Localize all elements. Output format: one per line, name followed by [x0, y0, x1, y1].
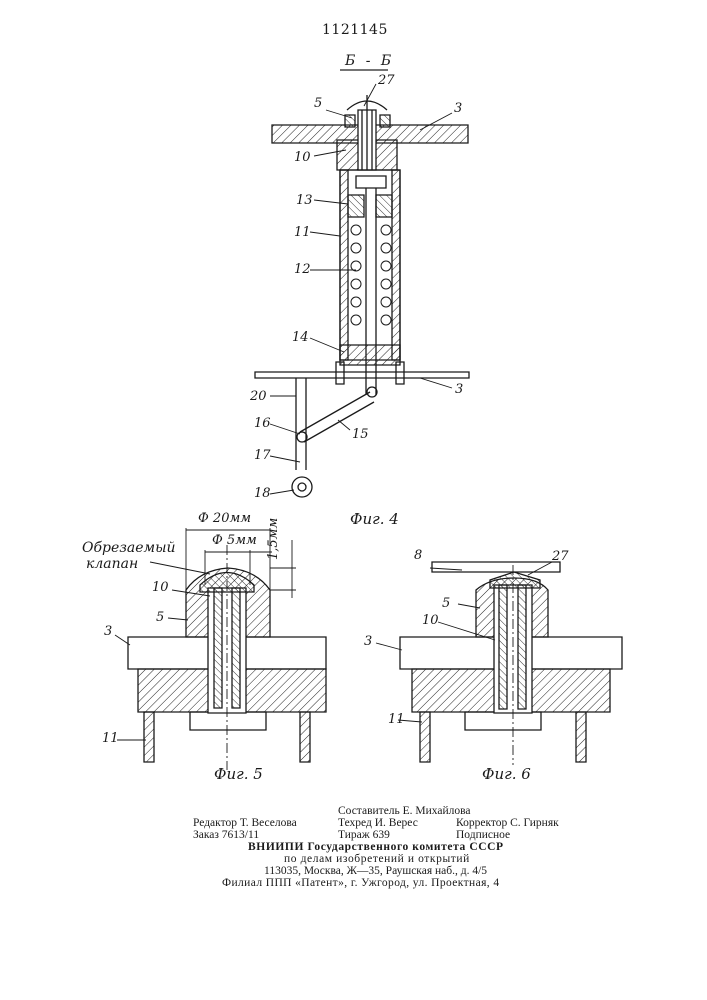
- fig5-cut-valve-line2: клапан: [86, 556, 138, 572]
- fig4-label-14: 14: [292, 330, 309, 345]
- fig6-label-8: 8: [414, 548, 422, 563]
- fig4-label-3-top: 3: [454, 101, 462, 116]
- fig4-label-20: 20: [250, 389, 267, 404]
- fig4-label-27: 27: [378, 73, 395, 88]
- fig4-label-12: 12: [294, 262, 311, 277]
- fig4-label-16: 16: [254, 416, 271, 431]
- fig4-label-5: 5: [314, 96, 322, 111]
- fig6-label-10: 10: [422, 613, 439, 628]
- fig6-caption: Фиг. 6: [482, 765, 531, 783]
- fig5-label-11: 11: [102, 731, 119, 746]
- fig6-label-3: 3: [364, 634, 372, 649]
- fig4-label-15: 15: [352, 427, 369, 442]
- fig5-caption: Фиг. 5: [214, 765, 263, 783]
- fig4-label-17: 17: [254, 448, 271, 463]
- fig4-caption: Фиг. 4: [350, 510, 399, 528]
- fig5-dim-inner: Ф 5мм: [212, 533, 257, 548]
- fig5-dim-outer: Ф 20мм: [198, 511, 251, 526]
- fig6-label-11: 11: [388, 712, 405, 727]
- fig6-label-5: 5: [442, 596, 450, 611]
- fig5-cut-valve-line1: Обрезаемый: [82, 540, 176, 556]
- fig4-label-11: 11: [294, 225, 311, 240]
- fig4-label-10: 10: [294, 150, 311, 165]
- figure-5-drawing: [115, 528, 326, 770]
- fig4-label-13: 13: [296, 193, 313, 208]
- fig5-label-5: 5: [156, 610, 164, 625]
- fig6-label-27: 27: [552, 549, 569, 564]
- fig5-dim-height: 1,5мм: [266, 518, 281, 560]
- fig5-label-3: 3: [104, 624, 112, 639]
- fig4-label-3-bottom: 3: [455, 382, 463, 397]
- fig4-label-18: 18: [254, 486, 271, 501]
- fig5-label-10: 10: [152, 580, 169, 595]
- colophon-branch: Филиал ППП «Патент», г. Ужгород, ул. Про…: [222, 877, 500, 890]
- figure-6-drawing: [376, 562, 622, 765]
